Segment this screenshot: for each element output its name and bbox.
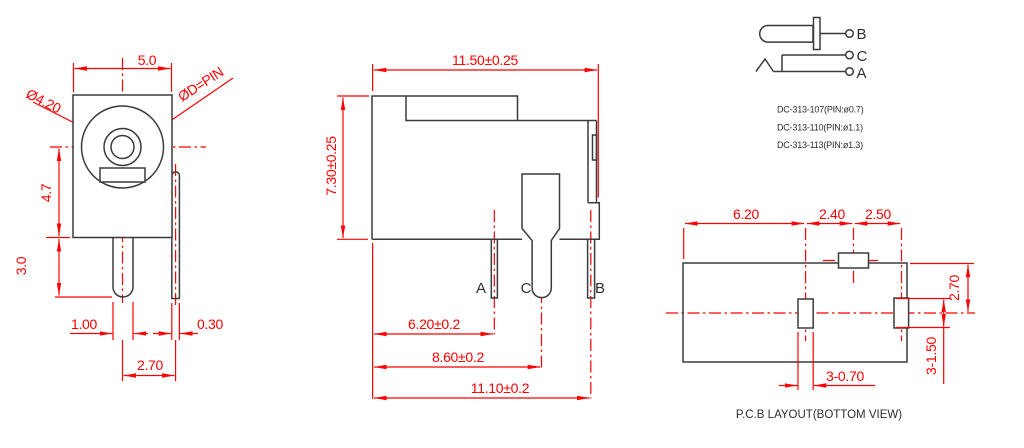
schematic-label-c: C: [857, 48, 868, 65]
pcb-caption: P.C.B LAYOUT(BOTTOM VIEW): [736, 409, 902, 421]
pcb-layout-view: 6.20 2.40 2.50 2.70 3-1.50 3-0.70 P.C.B …: [666, 206, 975, 421]
side-pin-a: [490, 239, 499, 299]
pin-c-label: C: [521, 280, 532, 297]
pcb-top-slot: [837, 252, 870, 269]
dim-pin-c-text: 8.60±0.2: [432, 349, 485, 365]
spring-contact-symbol: [755, 57, 775, 72]
dim-mid-text: 2.40: [819, 206, 846, 222]
front-key-notch: [99, 167, 146, 183]
front-center-pin: [112, 237, 134, 298]
schematic-label-b: B: [857, 26, 867, 43]
dim-total-width-text: 11.50±0.25: [452, 52, 518, 68]
sleeve-plate-symbol: [812, 16, 821, 51]
dim-pin-width-text: 1.00: [71, 316, 98, 332]
side-latch-detail: [591, 134, 598, 161]
terminal-c-contact: [844, 50, 855, 60]
side-pin-c: [521, 173, 561, 299]
dim-pin-b-text: 11.10±0.2: [471, 380, 530, 396]
side-pin-b: [586, 239, 596, 299]
dim-slot-length-text: 3-1.50: [923, 337, 939, 375]
front-mid-circle: [103, 127, 142, 167]
terminal-a-contact: [844, 66, 855, 77]
pin-a-label: A: [476, 280, 486, 297]
front-view: 5.0 Ø4.20 ØD=PIN 4.7 3.0 1.00 0.30 2.70: [13, 52, 234, 381]
front-outer-circle: [80, 105, 165, 189]
part-number-3: DC-313-113(PIN:ø1.3): [777, 140, 863, 150]
dim-width-text: 5.0: [138, 52, 157, 68]
pcb-mid-slot: [797, 298, 814, 329]
dim-pin-dia-text: ØD=PIN: [175, 63, 226, 104]
dim-top-offset-text: 2.70: [946, 274, 962, 301]
side-view: 11.50±0.25 7.30±0.25 A C B 6.20±0.2 8.60…: [323, 52, 605, 401]
dim-pin-to-leg-text: 2.70: [137, 357, 164, 373]
pin-b-label: B: [595, 280, 605, 297]
dim-leg-thickness-text: 0.30: [197, 316, 224, 332]
part-number-2: DC-313-110(PIN:ø1.1): [777, 123, 863, 133]
dim-height-text: 7.30±0.25: [323, 136, 339, 196]
dim-pin-a-text: 6.20±0.2: [408, 316, 461, 332]
dim-center-height-text: 4.7: [38, 183, 54, 202]
dim-left-text: 6.20: [733, 206, 760, 222]
dim-slot-width-text: 3-0.70: [826, 368, 864, 384]
front-pin-circle: [110, 134, 135, 160]
barrel-symbol: [759, 24, 814, 43]
pcb-right-slot: [893, 297, 910, 329]
dim-outer-dia-text: Ø4.20: [24, 85, 64, 116]
schematic-symbol: B C A DC-313-107(PIN:ø0.7) DC-313-110(PI…: [755, 16, 868, 150]
dim-pin-length-text: 3.0: [13, 256, 29, 275]
schematic-label-a: A: [857, 65, 867, 82]
side-body-outline: [371, 95, 601, 241]
part-number-1: DC-313-107(PIN:ø0.7): [777, 105, 864, 115]
terminal-b-contact: [844, 28, 855, 39]
dim-right-text: 2.50: [865, 206, 892, 222]
